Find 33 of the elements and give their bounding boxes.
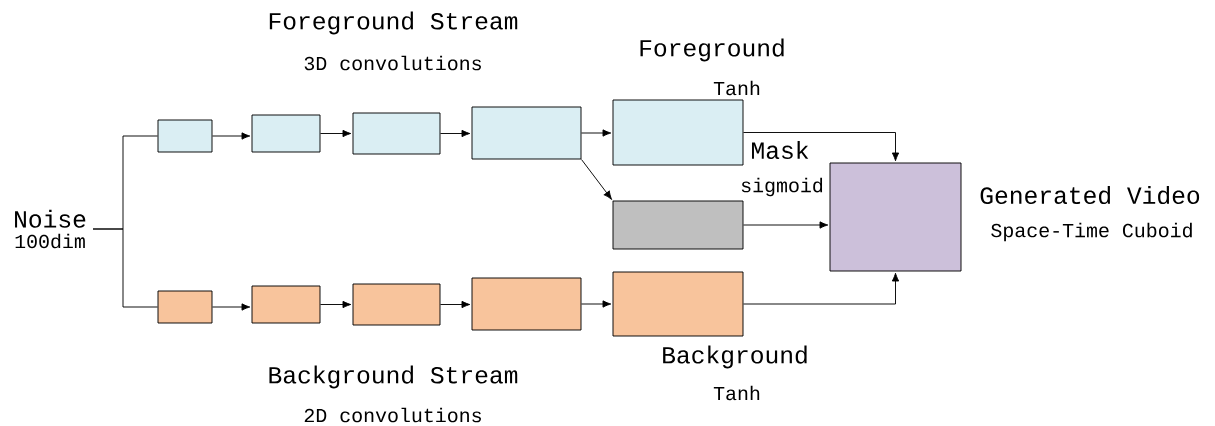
layer-box <box>157 290 213 324</box>
arrow <box>743 132 900 162</box>
stream-subtitle: 3D convolutions <box>304 55 481 71</box>
arrow <box>581 300 612 308</box>
layer-box <box>251 285 321 324</box>
node-subtitle: Tanh <box>713 80 760 96</box>
node-title: Background <box>663 345 807 369</box>
stream-title: Foreground Stream <box>269 11 518 35</box>
node-subtitle: sigmoid <box>741 177 823 197</box>
arrow <box>212 132 251 140</box>
node-title: Generated Video <box>980 185 1200 205</box>
layer-box <box>157 119 213 153</box>
layer-box <box>352 283 441 326</box>
arrow <box>440 129 471 138</box>
node-title: Mask <box>752 140 809 160</box>
arrow <box>212 303 251 311</box>
node-subtitle: Tanh <box>713 385 760 401</box>
arrow <box>320 300 352 309</box>
layer-box <box>471 277 582 331</box>
node-subtitle: Space-Time Cuboid <box>991 222 1192 242</box>
stream-subtitle: 2D convolutions <box>304 407 481 423</box>
arrow <box>743 221 829 229</box>
arrow <box>581 129 612 137</box>
stream-title: Background Stream <box>269 365 518 389</box>
arrow <box>440 300 471 309</box>
arrow <box>581 159 612 200</box>
node-title: Foreground <box>640 38 784 62</box>
layer-box <box>251 114 321 153</box>
input-label: Noise 100dim <box>15 209 86 249</box>
layer-box <box>352 112 441 155</box>
arrow <box>743 272 900 305</box>
arrow <box>320 129 352 138</box>
layer-box <box>471 106 582 160</box>
